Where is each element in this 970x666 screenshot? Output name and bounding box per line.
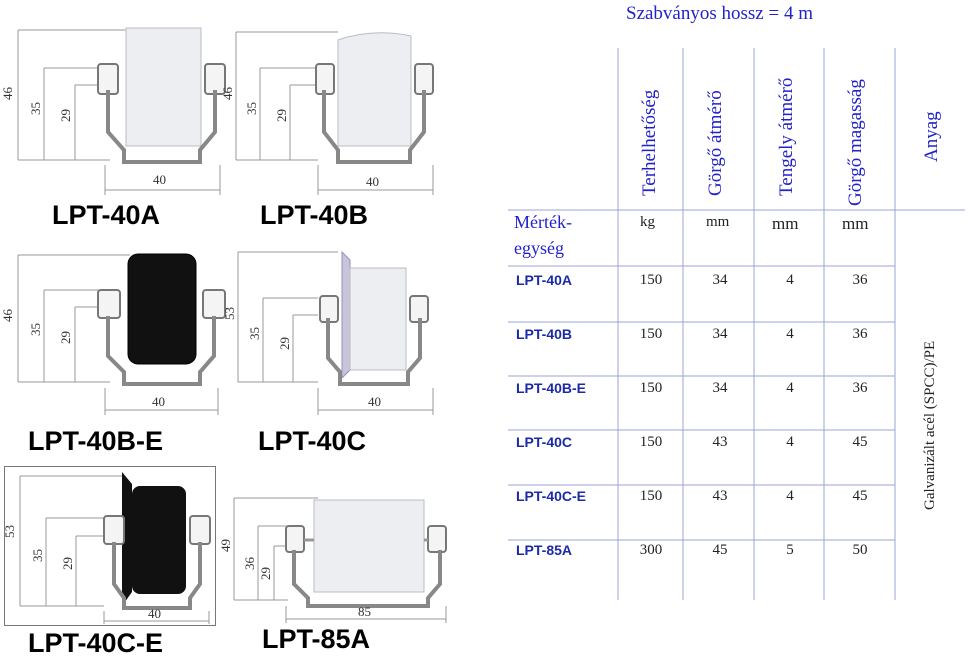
cell-load: 300 (639, 542, 663, 558)
dim-width: 40 (148, 606, 161, 621)
unit-kg: kg (640, 214, 655, 230)
drawing-lpt-85a: 49 36 29 85 (218, 497, 447, 623)
cell-roller-diameter: 43 (712, 434, 728, 450)
product-label: LPT-40B-E (28, 426, 164, 456)
material-value: Galvanizált acél (SPCC)/PE (922, 340, 938, 510)
dim-low: 29 (58, 109, 73, 122)
cell-roller-height: 45 (852, 434, 868, 450)
dim-mid: 35 (28, 102, 43, 115)
cell-load: 150 (639, 272, 663, 288)
cell-roller-height: 50 (852, 542, 868, 558)
cell-roller-height: 36 (852, 272, 868, 288)
dim-mid: 35 (247, 327, 262, 340)
drawing-lpt-40b-e: 46 35 29 40 (0, 253, 226, 415)
dim-low: 29 (258, 567, 273, 580)
dim-width: 40 (366, 174, 379, 189)
dim-low: 29 (58, 331, 73, 344)
product-label: LPT-40C (258, 426, 367, 456)
table-title: Szabványos hossz = 4 m (626, 3, 813, 24)
cell-load: 150 (639, 488, 663, 504)
dim-total: 46 (0, 309, 15, 323)
cell-axle-diameter: 4 (786, 488, 794, 504)
header-load-capacity: Terhelhetőség (639, 89, 660, 196)
drawing-lpt-40c-e: 53 35 29 40 (2, 472, 211, 624)
cell-roller-height: 45 (852, 488, 868, 504)
cell-load: 150 (639, 326, 663, 342)
row-label: LPT-40C-E (516, 488, 587, 504)
product-label: LPT-85A (262, 624, 371, 654)
cell-roller-diameter: 34 (712, 326, 728, 342)
cell-roller-height: 36 (852, 380, 868, 396)
cell-axle-diameter: 4 (786, 380, 794, 396)
cell-roller-diameter: 43 (712, 488, 728, 504)
unit-mm: mm (706, 214, 730, 230)
header-roller-height: Görgő magasság (845, 79, 866, 206)
row-label: LPT-40B-E (516, 380, 587, 396)
row-label: LPT-40A (516, 272, 573, 288)
cell-axle-diameter: 4 (786, 434, 794, 450)
dim-total: 53 (2, 525, 17, 538)
unit-mm: mm (842, 214, 869, 233)
product-label: LPT-40C-E (28, 628, 164, 658)
cell-roller-height: 36 (852, 326, 868, 342)
drawing-frame (4, 466, 216, 626)
dim-low: 29 (274, 109, 289, 122)
unit-row-label: Mérték- egység (514, 212, 572, 258)
spec-table-grid (508, 48, 965, 600)
dim-low: 29 (277, 337, 292, 350)
drawing-lpt-40b: 46 35 29 40 (220, 31, 434, 195)
product-label: LPT-40B (260, 200, 369, 230)
dim-mid: 35 (30, 549, 45, 562)
dim-total: 49 (218, 539, 233, 552)
dim-mid: 35 (244, 102, 259, 115)
dim-width: 40 (152, 394, 165, 409)
cell-roller-diameter: 45 (712, 542, 728, 558)
header-material: Anyag (921, 111, 942, 162)
row-label: LPT-85A (516, 542, 573, 558)
dim-width: 40 (153, 172, 166, 187)
dim-total: 46 (220, 87, 235, 101)
cell-roller-diameter: 34 (712, 272, 728, 288)
dim-mid: 36 (242, 557, 257, 571)
cell-load: 150 (639, 380, 663, 396)
row-label: LPT-40B (516, 326, 573, 342)
dim-total: 53 (222, 307, 237, 320)
product-label: LPT-40A (52, 200, 161, 230)
drawing-lpt-40a: 46 35 29 40 (0, 27, 226, 195)
header-roller-diameter: Görgő átmérő (705, 90, 726, 196)
dim-total: 46 (0, 87, 15, 101)
cell-axle-diameter: 4 (786, 326, 794, 342)
dim-mid: 35 (28, 323, 43, 336)
cell-load: 150 (639, 434, 663, 450)
drawing-lpt-40c: 53 35 29 40 (222, 250, 434, 415)
dim-low: 29 (60, 557, 75, 570)
cell-axle-diameter: 5 (786, 542, 794, 558)
dim-width: 40 (368, 394, 381, 409)
cell-roller-diameter: 34 (712, 380, 728, 396)
row-label: LPT-40C (516, 434, 573, 450)
unit-mm: mm (772, 214, 799, 233)
cell-axle-diameter: 4 (786, 272, 794, 288)
header-axle-diameter: Tengely átmérő (776, 77, 797, 196)
dim-width: 85 (358, 604, 371, 619)
